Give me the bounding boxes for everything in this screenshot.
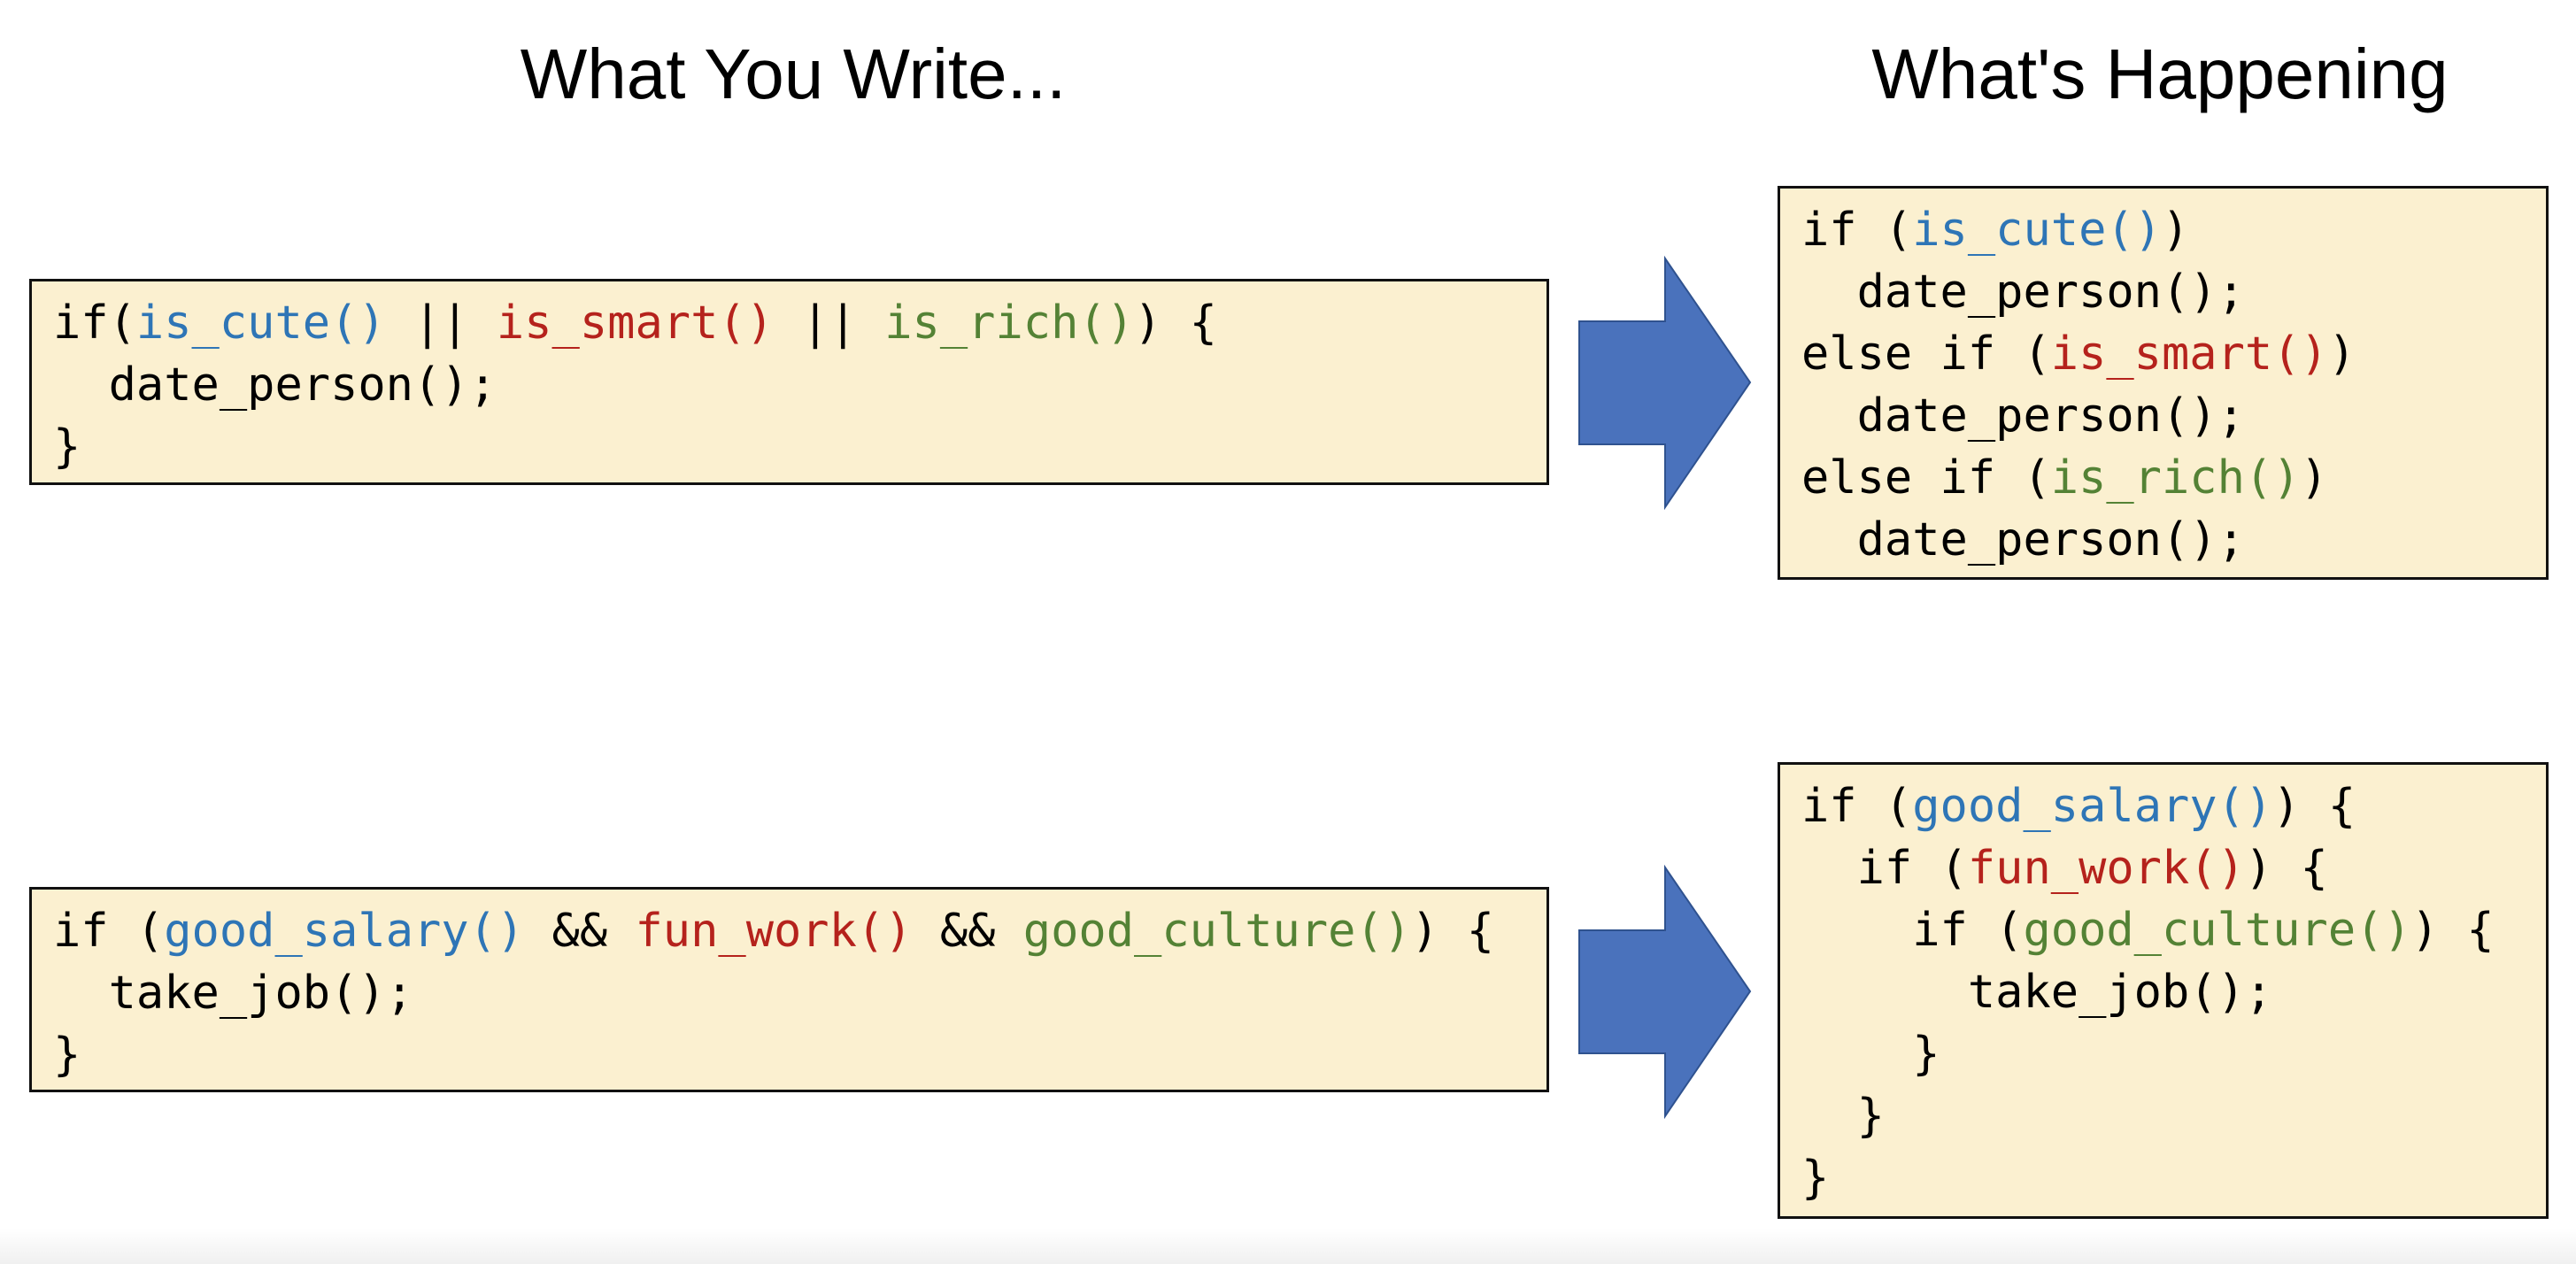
code-token-blue: good_salary() bbox=[164, 905, 525, 958]
code-box-happening-and: if (good_salary()) { if (fun_work()) { i… bbox=[1778, 762, 2549, 1219]
code-token: ) { bbox=[2410, 904, 2495, 957]
code-token: date_person(); bbox=[53, 358, 497, 412]
code-token: if ( bbox=[1801, 780, 1913, 833]
code-line: } bbox=[53, 416, 1525, 478]
code-token-red: fun_work() bbox=[1967, 842, 2245, 895]
code-token: take_job(); bbox=[53, 967, 413, 1020]
code-token-green: is_rich() bbox=[884, 297, 1134, 350]
code-token: } bbox=[53, 1029, 81, 1082]
code-token: ) bbox=[2162, 204, 2190, 257]
code-token-green: is_rich() bbox=[2050, 451, 2301, 505]
code-line: } bbox=[1801, 1147, 2525, 1209]
code-box-written-or: if(is_cute() || is_smart() || is_rich())… bbox=[29, 279, 1549, 485]
code-token: if ( bbox=[1801, 204, 1913, 257]
code-token-blue: is_cute() bbox=[1912, 204, 2162, 257]
code-line: take_job(); bbox=[53, 962, 1525, 1024]
code-token: } bbox=[1801, 1152, 1830, 1205]
code-token: date_person(); bbox=[1801, 389, 2245, 443]
code-token: && bbox=[524, 905, 636, 958]
code-token: ) { bbox=[1411, 905, 1494, 958]
bottom-shadow bbox=[0, 1229, 2576, 1264]
code-token: ) { bbox=[1134, 297, 1217, 350]
code-token-red: is_smart() bbox=[496, 297, 774, 350]
code-token: || bbox=[774, 297, 885, 350]
code-line: date_person(); bbox=[1801, 261, 2525, 323]
code-token: ) bbox=[2300, 451, 2328, 505]
code-token-red: fun_work() bbox=[635, 905, 913, 958]
code-token-green: good_culture() bbox=[2023, 904, 2411, 957]
right-arrow-icon bbox=[1578, 864, 1752, 1120]
code-line: if (good_culture()) { bbox=[1801, 899, 2525, 961]
code-line: if (is_cute()) bbox=[1801, 199, 2525, 261]
code-token: || bbox=[385, 297, 497, 350]
title-whats-happening: What's Happening bbox=[1871, 35, 2449, 113]
code-token-blue: good_salary() bbox=[1912, 780, 2273, 833]
code-line: else if (is_smart()) bbox=[1801, 323, 2525, 385]
code-token: else if ( bbox=[1801, 451, 2051, 505]
code-token: date_person(); bbox=[1801, 513, 2245, 566]
code-token: if ( bbox=[1801, 842, 1968, 895]
code-line: date_person(); bbox=[53, 354, 1525, 416]
code-token: } bbox=[53, 420, 81, 474]
code-token: && bbox=[912, 905, 1023, 958]
code-token: if ( bbox=[1801, 904, 2024, 957]
code-token: ) bbox=[2327, 328, 2356, 381]
code-token: if( bbox=[53, 297, 136, 350]
code-line: else if (is_rich()) bbox=[1801, 447, 2525, 509]
code-line: } bbox=[1801, 1085, 2525, 1147]
code-line: take_job(); bbox=[1801, 961, 2525, 1023]
code-token: } bbox=[1801, 1028, 1940, 1081]
code-line: } bbox=[1801, 1023, 2525, 1085]
code-token: if ( bbox=[53, 905, 165, 958]
code-token: take_job(); bbox=[1801, 966, 2273, 1019]
code-line: } bbox=[53, 1024, 1525, 1086]
code-box-happening-or: if (is_cute()) date_person();else if (is… bbox=[1778, 186, 2549, 580]
code-token: ) { bbox=[2244, 842, 2328, 895]
code-token-blue: is_cute() bbox=[135, 297, 386, 350]
code-line: if (good_salary() && fun_work() && good_… bbox=[53, 900, 1525, 962]
code-token: else if ( bbox=[1801, 328, 2051, 381]
title-what-you-write: What You Write... bbox=[520, 35, 1067, 113]
code-line: if (good_salary()) { bbox=[1801, 775, 2525, 837]
code-box-written-and: if (good_salary() && fun_work() && good_… bbox=[29, 887, 1549, 1092]
code-token: date_person(); bbox=[1801, 266, 2245, 319]
code-token-red: is_smart() bbox=[2050, 328, 2328, 381]
code-line: if (fun_work()) { bbox=[1801, 837, 2525, 899]
code-token: } bbox=[1801, 1090, 1885, 1143]
code-line: date_person(); bbox=[1801, 509, 2525, 571]
code-token: ) { bbox=[2272, 780, 2356, 833]
code-line: if(is_cute() || is_smart() || is_rich())… bbox=[53, 292, 1525, 354]
right-arrow-icon bbox=[1578, 255, 1752, 511]
code-token-green: good_culture() bbox=[1022, 905, 1412, 958]
code-line: date_person(); bbox=[1801, 385, 2525, 447]
